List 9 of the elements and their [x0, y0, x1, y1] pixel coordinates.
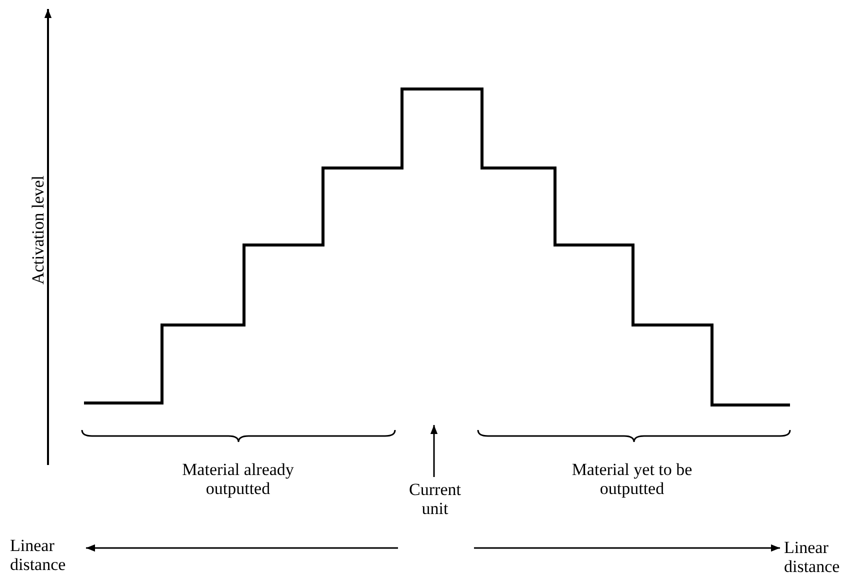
text-label: Material yet to be outputted [552, 460, 712, 498]
axis-label: Activation level [28, 175, 48, 285]
text-label: Linear distance [784, 538, 860, 576]
text-label: Linear distance [10, 536, 82, 574]
text-label: Current unit [394, 480, 476, 518]
text-label: Material already outputted [158, 460, 318, 498]
arrow [430, 425, 438, 477]
arrow [474, 544, 780, 552]
arrow [86, 544, 398, 552]
